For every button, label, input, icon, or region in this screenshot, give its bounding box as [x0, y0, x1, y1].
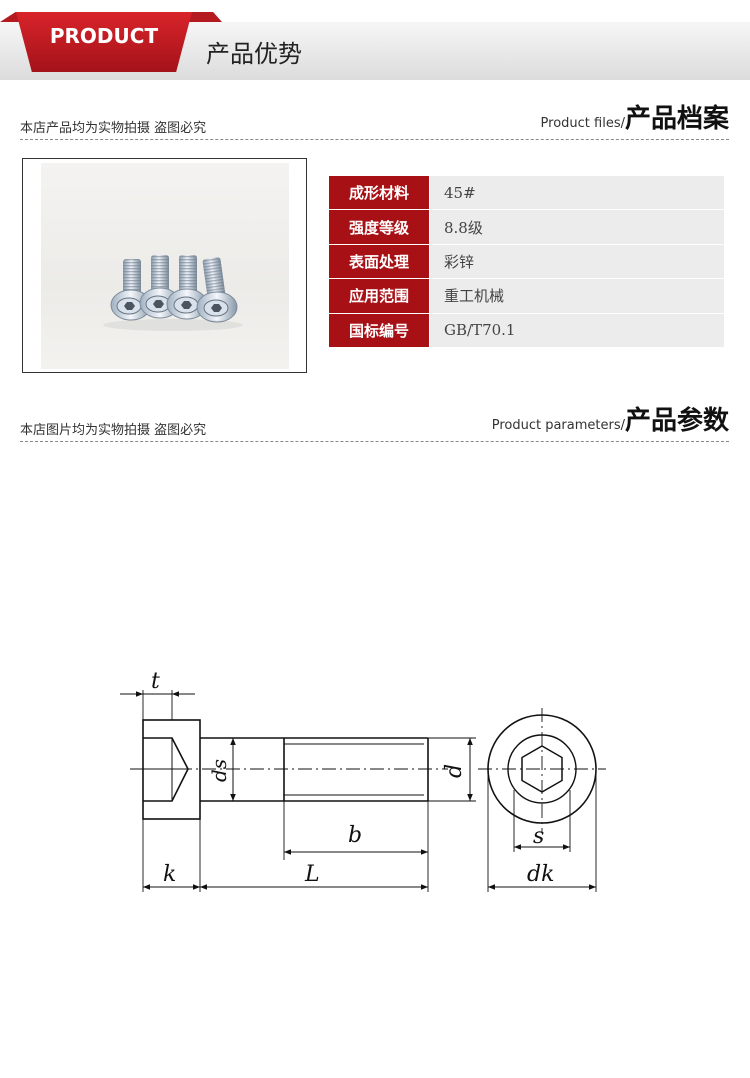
spec-row-material: 成形材料 45#	[329, 176, 724, 211]
label-b: b	[348, 823, 362, 848]
label-k: k	[163, 862, 176, 887]
product-photo	[22, 158, 307, 373]
spec-row-surface: 表面处理 彩锌	[329, 244, 724, 280]
product-photo-background	[41, 163, 289, 369]
bolts-image	[103, 255, 243, 331]
spec-row-application: 应用范围 重工机械	[329, 279, 724, 314]
bolt-1	[110, 259, 152, 321]
spec-value: 45#	[429, 176, 724, 211]
params-section-en: Product parameters/	[491, 418, 625, 433]
label-t: t	[151, 669, 160, 694]
bolt-drawing: t ds d b s k L dk	[120, 669, 606, 892]
label-L: L	[304, 862, 320, 887]
spec-key: 国标编号	[329, 313, 429, 348]
banner-label: PRODUCT	[49, 24, 159, 48]
label-d: d	[442, 764, 467, 778]
params-section-cn: 产品参数	[624, 406, 729, 436]
bolt-4	[196, 257, 238, 323]
files-section-cn: 产品档案	[624, 104, 729, 134]
spec-key: 成形材料	[329, 176, 429, 211]
banner-red-tab	[16, 12, 192, 72]
spec-value: 重工机械	[429, 279, 724, 314]
files-section-note: 本店产品均为实物拍摄 盗图必究	[20, 121, 207, 136]
label-ds: ds	[207, 759, 231, 782]
spec-row-grade: 强度等级 8.8级	[329, 210, 724, 245]
spec-value: GB/T70.1	[429, 313, 724, 348]
spec-row-standard: 国标编号 GB/T70.1	[329, 313, 724, 348]
header-banner: PRODUCT 产品优势	[0, 0, 750, 82]
label-s: s	[533, 824, 544, 849]
params-section-title: Product parameters/产品参数	[492, 400, 729, 437]
params-section-note: 本店图片均为实物拍摄 盗图必究	[20, 423, 207, 438]
spec-value: 8.8级	[429, 210, 724, 245]
label-dk: dk	[527, 862, 554, 887]
files-section-header: 本店产品均为实物拍摄 盗图必究 Product files/产品档案	[20, 100, 729, 140]
spec-key: 应用范围	[329, 279, 429, 314]
technical-drawing: t ds d b s k L dk	[100, 650, 620, 920]
files-section-title: Product files/产品档案	[541, 98, 729, 135]
spec-key: 表面处理	[329, 244, 429, 280]
spec-table: 成形材料 45# 强度等级 8.8级 表面处理 彩锌 应用范围 重工机械 国标编…	[329, 176, 724, 348]
params-section-header: 本店图片均为实物拍摄 盗图必究 Product parameters/产品参数	[20, 402, 729, 442]
spec-value: 彩锌	[429, 244, 724, 280]
bolt-3	[166, 255, 208, 320]
files-section-en: Product files/	[540, 116, 625, 131]
spec-key: 强度等级	[329, 210, 429, 245]
banner-title: 产品优势	[206, 40, 302, 68]
